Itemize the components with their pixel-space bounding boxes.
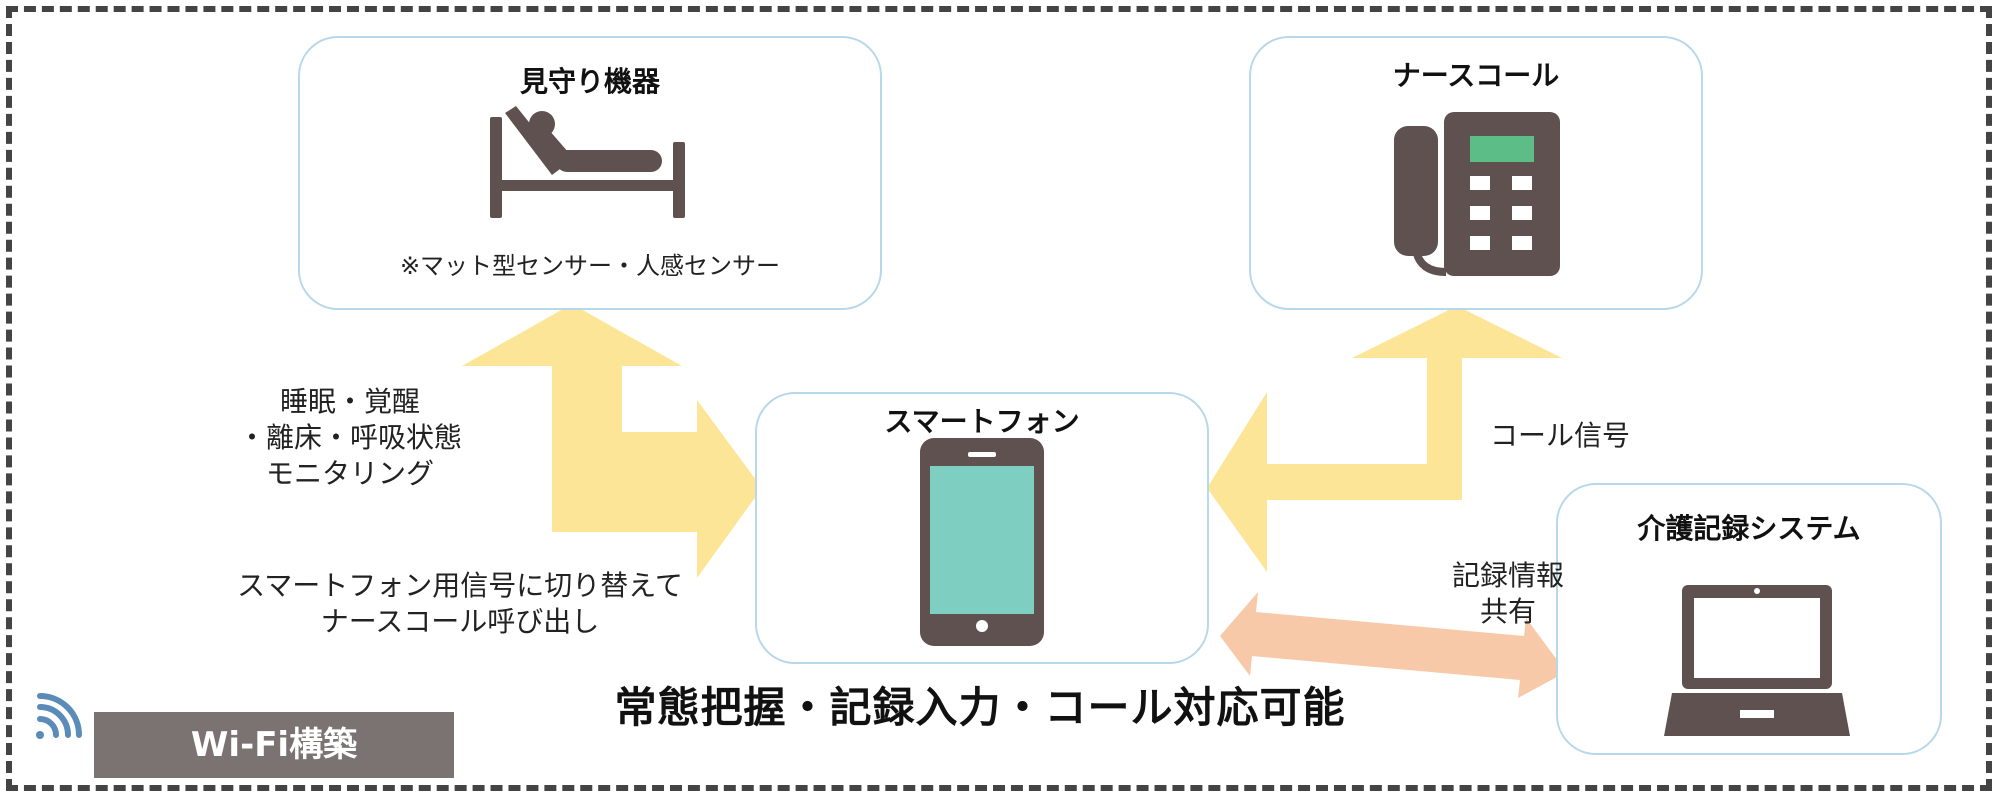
monitor-signal-line-2: ・離床・呼吸状態 xyxy=(238,421,463,454)
monitor-phone-arrow xyxy=(462,304,762,578)
monitor-device-box: 見守り機器 ※マット型センサー・人感センサー xyxy=(298,36,882,310)
wifi-icon xyxy=(36,693,82,739)
desk-phone-icon-overlay xyxy=(1394,112,1560,276)
monitor-signal-line-3: モニタリング xyxy=(265,457,434,490)
monitor-device-note: ※マット型センサー・人感センサー xyxy=(399,252,781,280)
smartphone-icon-overlay xyxy=(920,438,1044,646)
phone-record-arrow xyxy=(1220,592,1566,698)
call-signal-label: コール信号 xyxy=(1489,419,1630,452)
main-caption: 常態把握・記録入力・コール対応可能 xyxy=(614,683,1346,732)
record-share-line-2: 共有 xyxy=(1479,595,1536,628)
dashed-frame xyxy=(6,6,1992,791)
phone-switch-line-1: スマートフォン用信号に切り替えて xyxy=(237,569,683,602)
laptop-icon-overlay xyxy=(1664,585,1850,736)
care-record-title: 介護記録システム xyxy=(1637,512,1861,545)
monitor-signal-label: 睡眠・覚醒 ・離床・呼吸状態 モニタリング xyxy=(238,384,462,492)
monitor-signal-line-1: 睡眠・覚醒 xyxy=(279,385,420,418)
smartphone-title: スマートフォン xyxy=(884,405,1080,438)
nurse-call-title: ナースコール xyxy=(1392,59,1560,92)
phone-switch-label: スマートフォン用信号に切り替えて ナースコール呼び出し xyxy=(230,568,690,640)
phone-switch-line-2: ナースコール呼び出し xyxy=(320,605,600,638)
bed-icon-overlay xyxy=(490,106,685,218)
record-share-line-1: 記録情報 xyxy=(1451,559,1564,592)
record-share-label: 記録情報 共有 xyxy=(1428,558,1588,630)
monitor-device-title: 見守り機器 xyxy=(519,65,660,98)
wifi-label: Wi-Fi構築 xyxy=(94,712,454,778)
